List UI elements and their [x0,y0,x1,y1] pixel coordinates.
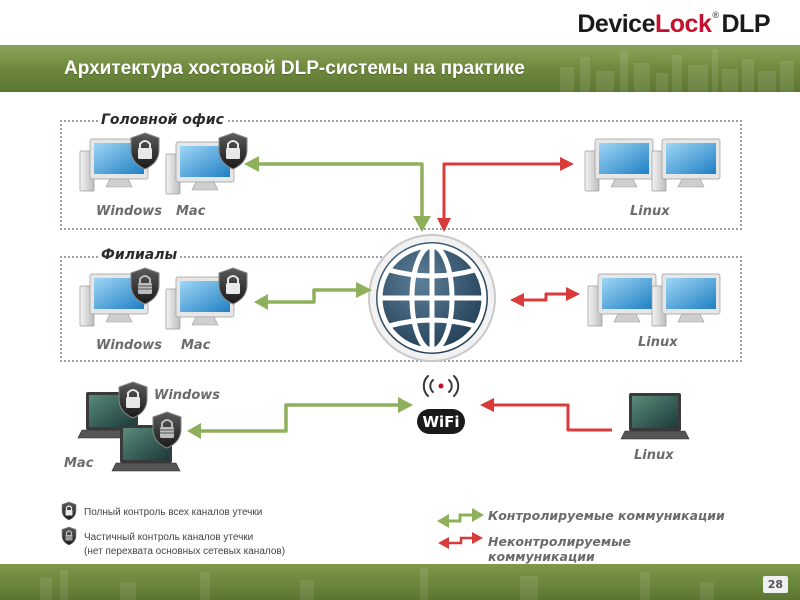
footer-bar [0,564,800,600]
devicelock-logo: DeviceLock®DLP [577,10,770,39]
controlled-arrow-head-office [244,156,431,232]
legend-partial-control-text-2: (нет перехвата основных сетевых каналов) [84,546,286,557]
legend-full-control-text: Полный контроль всех каналов утечки [84,507,263,518]
uncontrolled-arrow-head-office [437,157,574,232]
legend-partial-control-shield-icon [61,526,77,546]
legend-controlled-arrow-icon [437,508,484,528]
os-label-head-linux: Linux [630,204,670,219]
logo-trademark: ® [712,10,719,20]
uncontrolled-arrow-mobile [480,398,612,432]
controlled-arrow-branches [254,282,372,310]
logo-lock: Lock [655,10,712,38]
full-control-shield-icon [118,381,148,419]
head-office-zone [60,120,742,230]
head-office-title: Головной офис [98,112,227,128]
logo-device: Device [577,10,655,38]
city-skyline-decoration [560,49,794,92]
os-label-head-windows: Windows [96,204,163,219]
os-label-mobile-mac: Mac [64,456,94,471]
controlled-arrow-mobile [187,397,413,439]
logo-dlp: DLP [721,10,771,38]
legend-partial-control-text-1: Частичный контроль каналов утечки [84,532,254,543]
page-title: Архитектура хостовой DLP-системы на прак… [64,58,525,79]
wifi-access-point-icon: WiFi [417,375,465,434]
legend-uncontrolled-text-1: Неконтролируемые [488,534,631,549]
title-banner [0,45,800,92]
uncontrolled-arrow-branches [510,287,580,307]
partial-control-shield-icon [130,267,160,305]
partial-control-shield-icon [152,411,182,449]
footer-skyline-decoration [40,568,714,600]
page-number: 28 [762,576,788,593]
legend-controlled-text: Контролируемые коммуникации [488,508,725,523]
laptop-icon [620,393,690,440]
os-label-branch-mac: Mac [181,338,211,353]
desktop-computer-icon [584,138,654,192]
legend-uncontrolled-arrow-icon [438,532,483,549]
legend-full-control-shield-icon [61,501,77,521]
desktop-computer-icon [587,273,657,327]
os-label-branch-linux: Linux [638,335,678,350]
os-label-mobile-windows: Windows [154,388,221,403]
os-label-head-mac: Mac [176,204,206,219]
os-label-mobile-linux: Linux [634,448,674,463]
desktop-computer-icon [651,138,721,192]
branches-title: Филиалы [98,247,181,263]
os-label-branch-windows: Windows [96,338,163,353]
full-control-shield-icon [218,267,248,305]
wifi-label: WiFi [422,413,459,431]
desktop-computer-icon [651,273,721,327]
uncontrolled-connection-arrows [437,157,612,432]
full-control-shield-icon [130,132,160,170]
controlled-connection-arrows [187,156,431,439]
legend-uncontrolled-text-2: коммуникации [488,549,595,564]
internet-globe-icon [368,234,496,362]
full-control-shield-icon [218,132,248,170]
